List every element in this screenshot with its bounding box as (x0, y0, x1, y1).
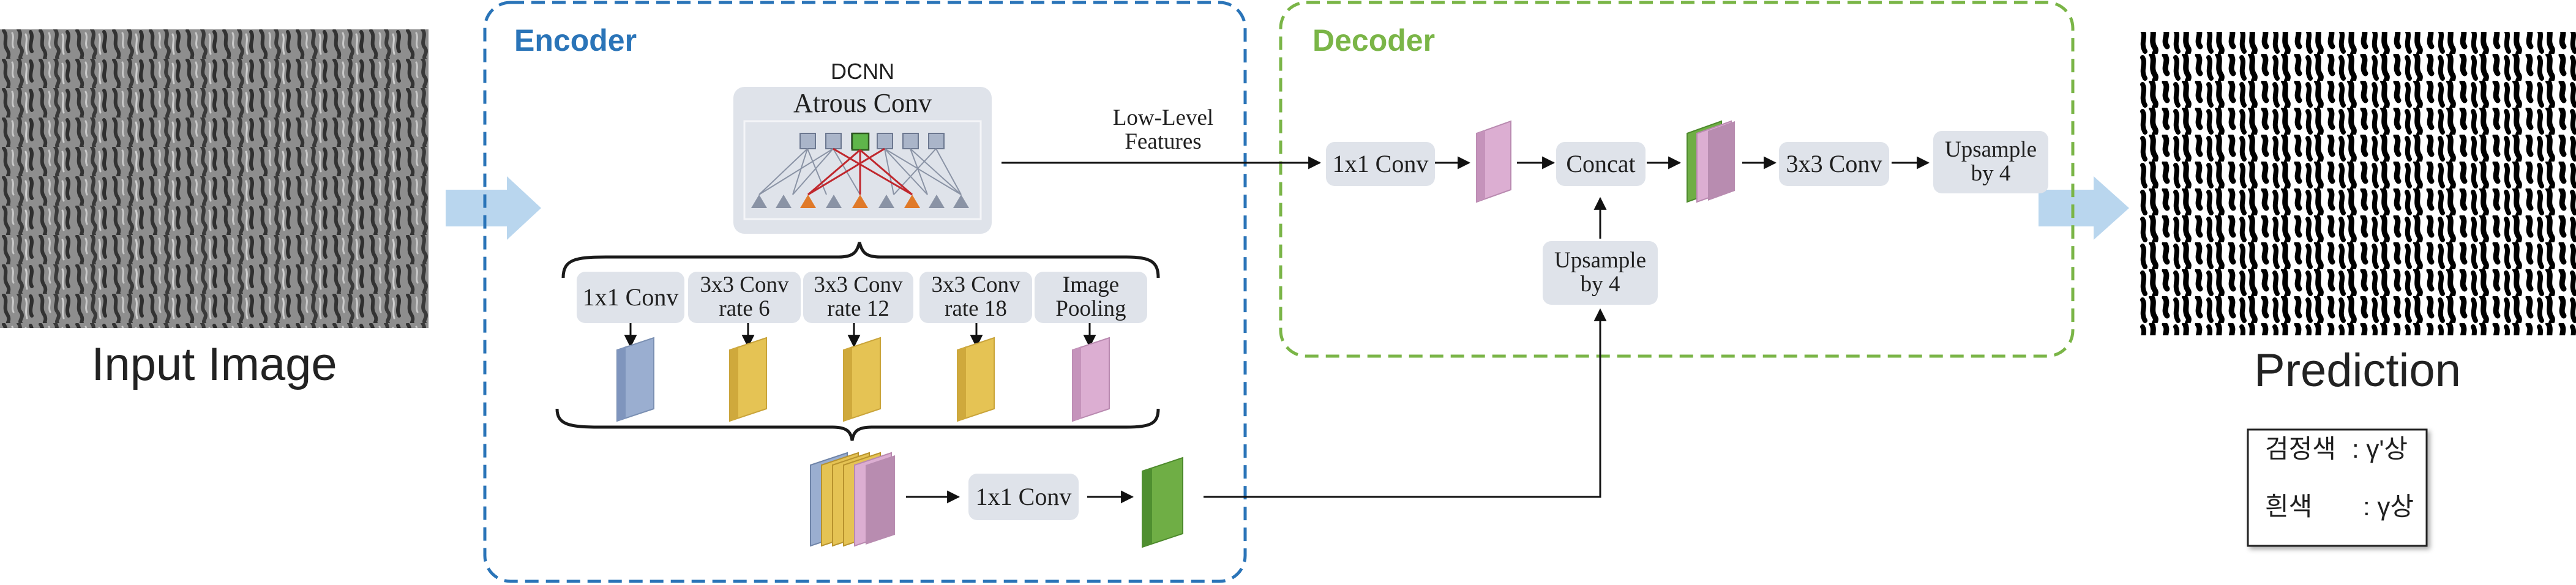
decoder-concat-stack (1687, 120, 1735, 203)
aspp-conv-rate18: 3x3 Conv rate 18 (919, 272, 1032, 323)
prediction-label: Prediction (2254, 345, 2461, 397)
atrous-bottom-node (751, 195, 767, 208)
output-big-arrow (2039, 176, 2129, 240)
atrous-top-node (928, 133, 945, 149)
atrous-top-node (825, 133, 842, 149)
aspp-image-pooling: Image Pooling (1035, 272, 1147, 323)
decoder-low-level-feature (1476, 120, 1511, 203)
aspp-conv-rate12: 3x3 Conv rate 12 (803, 272, 913, 323)
aspp-feature-1x1 (616, 337, 654, 422)
dcnn-panel (733, 87, 992, 234)
dcnn-label: DCNN (831, 59, 894, 84)
legend-box (2247, 428, 2428, 547)
encoder-title: Encoder (514, 23, 637, 58)
atrous-bottom-node (929, 195, 945, 208)
atrous-bottom-node (852, 195, 868, 208)
atrous-top-node (902, 133, 919, 149)
decoder-concat: Concat (1556, 142, 1646, 186)
decoder-upsample-final: Upsample by 4 (1933, 131, 2048, 193)
aspp-conv-1x1: 1x1 Conv (577, 272, 684, 323)
aspp-feature-rate12 (843, 337, 881, 422)
aspp-feature-rate18 (957, 337, 995, 422)
atrous-bottom-node (826, 195, 842, 208)
bottom-brace (555, 408, 1160, 441)
decoder-title: Decoder (1312, 23, 1436, 58)
atrous-bottom-node (800, 195, 816, 208)
prediction-image (2139, 32, 2576, 335)
encoder-to-decoder-line (1204, 308, 1607, 498)
legend-white-label: 흰색 (2265, 492, 2313, 521)
aspp-feature-pooling (1072, 337, 1110, 422)
encoder-frame (483, 1, 1247, 583)
input-image-label: Input Image (91, 338, 337, 390)
atrous-node-graph (751, 132, 969, 208)
legend-black-value: : γ'상 (2352, 434, 2408, 463)
aspp-conv-rate6: 3x3 Conv rate 6 (688, 272, 801, 323)
aspp-feature-rate6 (729, 337, 767, 422)
concatenated-feature-stack (810, 452, 895, 547)
top-brace (561, 242, 1160, 278)
atrous-bottom-node (904, 195, 920, 208)
atrous-bottom-node (776, 195, 792, 208)
low-level-features-label: Low-Level Features (1112, 105, 1214, 154)
legend-white-value: : γ상 (2363, 492, 2414, 521)
encoder-output-feature (1142, 456, 1183, 548)
dcnn-inner-panel (743, 120, 982, 220)
atrous-conv-label: Atrous Conv (793, 88, 932, 118)
atrous-center-node (851, 132, 870, 151)
legend-black-label: 검정색 (2265, 434, 2336, 463)
decoder-conv-3x3: 3x3 Conv (1779, 142, 1889, 186)
input-big-arrow (446, 176, 541, 240)
atrous-top-node (799, 133, 816, 149)
decoder-upsample-mid: Upsample by 4 (1543, 241, 1658, 305)
atrous-top-node (877, 133, 893, 149)
atrous-bottom-node (953, 195, 969, 208)
encoder-conv-1x1: 1x1 Conv (968, 474, 1079, 520)
decoder-conv-1x1: 1x1 Conv (1326, 142, 1435, 186)
atrous-bottom-node (878, 195, 894, 208)
input-image (0, 29, 429, 328)
